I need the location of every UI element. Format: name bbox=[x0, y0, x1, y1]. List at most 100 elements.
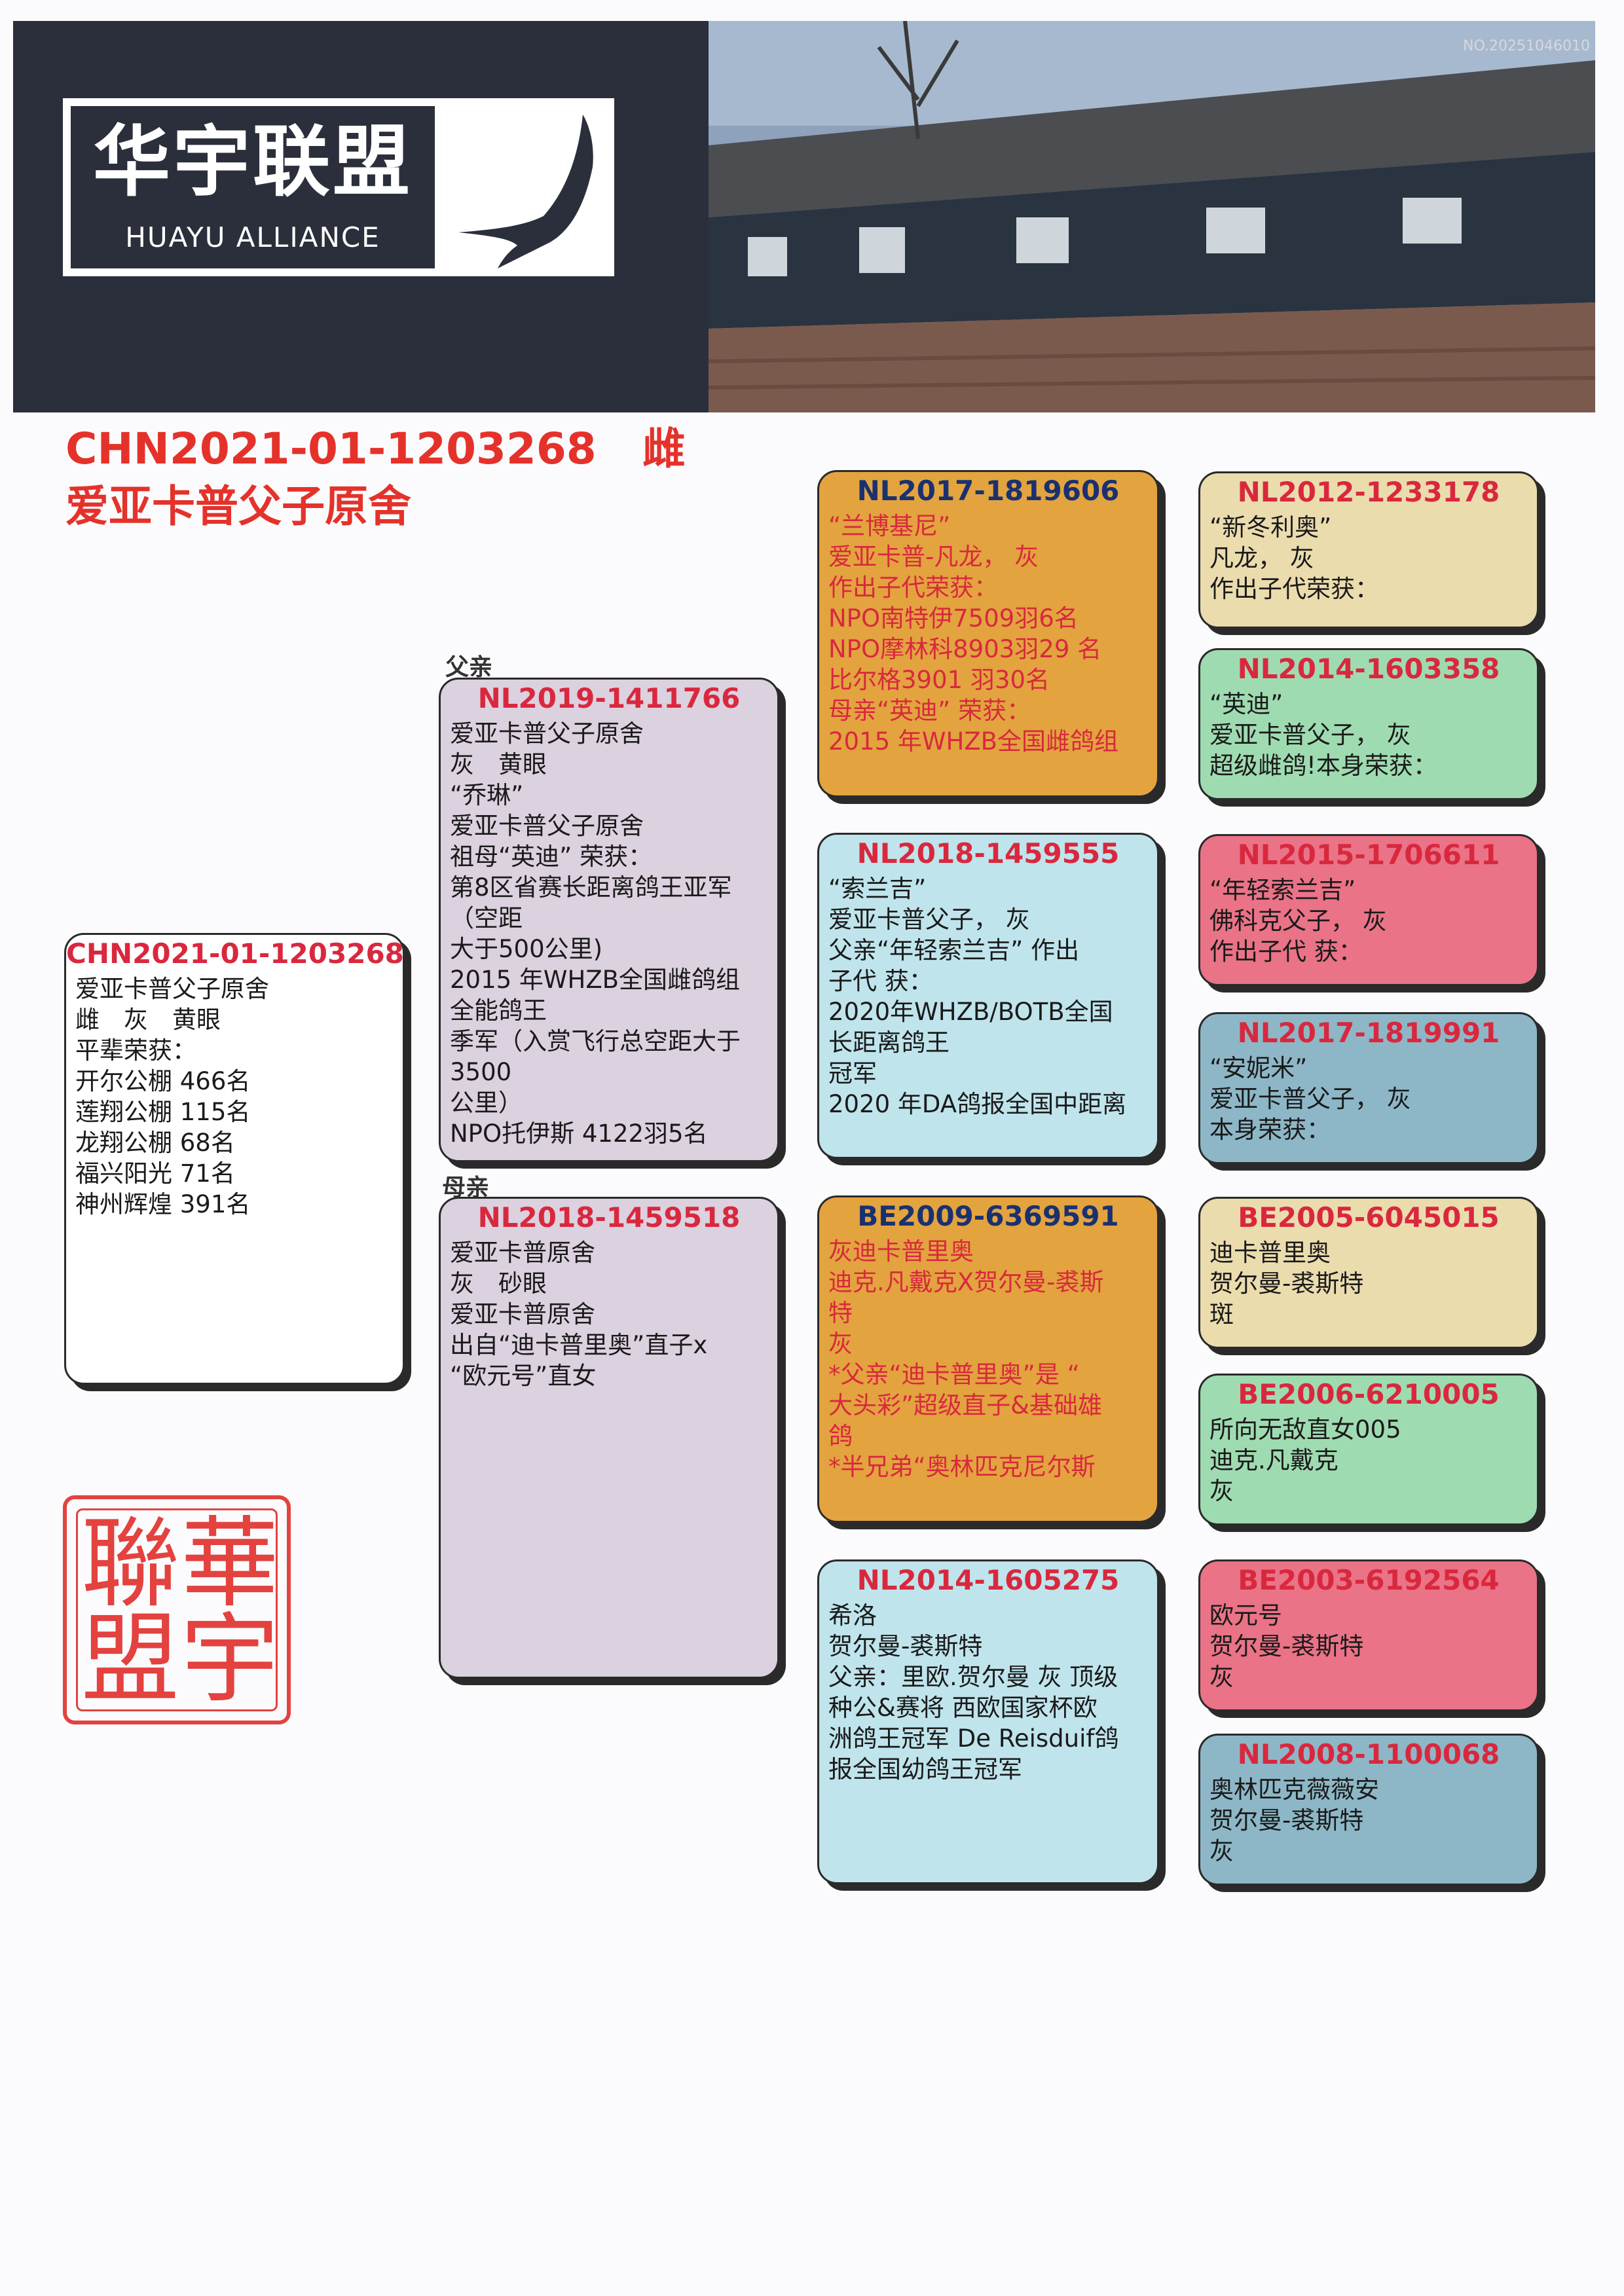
gg-ring: NL2008-1100068 bbox=[1237, 1738, 1500, 1770]
gg-line: 欧元号 bbox=[1209, 1601, 1282, 1630]
mf-line: *半兄弟“奥林匹克尼尔斯 bbox=[828, 1453, 1096, 1481]
mm-line: 种公&赛将 西欧国家杯欧 bbox=[828, 1694, 1098, 1722]
gg-card-5: BE2006-6210005 所向无敌直女005 迪克.凡戴克 灰 bbox=[1198, 1374, 1539, 1525]
mm-line: 希洛 bbox=[828, 1601, 877, 1630]
gg-line: 贺尔曼-裘斯特 bbox=[1209, 1806, 1364, 1834]
gg-line: 迪卡普里奥 bbox=[1209, 1239, 1331, 1267]
gg-card-7: NL2008-1100068 奥林匹克薇薇安 贺尔曼-裘斯特 灰 bbox=[1198, 1734, 1539, 1886]
logo-text-en: HUAYU ALLIANCE bbox=[125, 221, 380, 253]
mother-line: 灰 砂眼 bbox=[450, 1269, 547, 1298]
gg-line: 奥林匹克薇薇安 bbox=[1209, 1776, 1379, 1804]
subject-line: 爱亚卡普父子原舍 bbox=[75, 975, 269, 1003]
gg-lines: “英迪” 爱亚卡普父子， 灰 超级雌鸽!本身荣获： bbox=[1200, 685, 1537, 785]
gg-ring: NL2012-1233178 bbox=[1237, 476, 1500, 508]
father-line: 季军（入赏飞行总空距大于 bbox=[450, 1027, 741, 1055]
mm-ring: NL2014-1605275 bbox=[857, 1564, 1120, 1596]
ff-ring: NL2017-1819606 bbox=[857, 475, 1120, 507]
subject-lines: 爱亚卡普父子原舍 雌 灰 黄眼 平辈荣获： 开尔公棚 466名 莲翔公棚 115… bbox=[66, 970, 403, 1224]
title-ring: CHN2021-01-1203268 bbox=[65, 424, 597, 474]
title-sex: 雌 bbox=[642, 424, 686, 474]
bird-icon bbox=[458, 115, 593, 268]
gg-card-6: BE2003-6192564 欧元号 贺尔曼-裘斯特 灰 bbox=[1198, 1559, 1539, 1711]
mf-line: *父亲“迪卡普里奥”是 “ bbox=[828, 1360, 1080, 1389]
subject-card: CHN2021-01-1203268 爱亚卡普父子原舍 雌 灰 黄眼 平辈荣获：… bbox=[64, 933, 405, 1385]
mf-line: 迪克.凡戴克X贺尔曼-裘斯 bbox=[828, 1268, 1104, 1296]
mm-line: 贺尔曼-裘斯特 bbox=[828, 1632, 983, 1660]
mm-line: 报全国幼鸽王冠军 bbox=[828, 1755, 1022, 1783]
father-line: 爱亚卡普父子原舍 bbox=[450, 720, 644, 748]
mf-line: 特 bbox=[828, 1299, 853, 1327]
subject-line: 神州辉煌 391名 bbox=[75, 1190, 251, 1218]
father-lines: 爱亚卡普父子原舍 灰 黄眼 “乔琳” 爱亚卡普父子原舍 祖母“英迪” 荣获： 第… bbox=[441, 714, 777, 1153]
seal-frame bbox=[76, 1508, 278, 1711]
serial-number: NO.20251046010 bbox=[1463, 38, 1590, 54]
mf-lines: 灰迪卡普里奥 迪克.凡戴克X贺尔曼-裘斯 特 灰 *父亲“迪卡普里奥”是 “ 大… bbox=[819, 1232, 1157, 1486]
father-line: 祖母“英迪” 荣获： bbox=[450, 843, 653, 871]
seal-stamp: 華 宇 聯 盟 bbox=[63, 1495, 291, 1724]
fm-card: NL2018-1459555 “索兰吉” 爱亚卡普父子， 灰 父亲“年轻索兰吉”… bbox=[817, 833, 1159, 1159]
mother-card: NL2018-1459518 爱亚卡普原舍 灰 砂眼 爱亚卡普原舍 出自“迪卡普… bbox=[439, 1197, 779, 1679]
father-line: （空距 bbox=[450, 904, 523, 932]
subject-line: 莲翔公棚 115名 bbox=[75, 1098, 251, 1126]
father-line: 公里） bbox=[450, 1089, 523, 1117]
mf-line: 鸽 bbox=[828, 1422, 853, 1450]
father-line: 第8区省赛长距离鸽王亚军 bbox=[450, 873, 732, 902]
subject-ring: CHN2021-01-1203268 bbox=[66, 938, 404, 970]
ff-card: NL2017-1819606 “兰博基尼” 爱亚卡普-凡龙， 灰 作出子代荣获：… bbox=[817, 470, 1159, 797]
gg-line: “新冬利奥” bbox=[1209, 513, 1332, 541]
gg-line: 作出子代 获： bbox=[1209, 938, 1363, 966]
logo-text-cn: 华宇联盟 bbox=[92, 117, 413, 207]
mother-line: 爱亚卡普原舍 bbox=[450, 1239, 595, 1267]
mm-line: 父亲：里欧.贺尔曼 灰 顶级 bbox=[828, 1663, 1118, 1691]
gg-ring: BE2006-6210005 bbox=[1238, 1378, 1500, 1410]
father-line: 灰 黄眼 bbox=[450, 750, 547, 778]
ff-lines: “兰博基尼” 爱亚卡普-凡龙， 灰 作出子代荣获： NPO南特伊7509羽6名 … bbox=[819, 507, 1157, 761]
subject-line: 平辈荣获： bbox=[75, 1036, 196, 1065]
mother-ring: NL2018-1459518 bbox=[477, 1201, 741, 1233]
gg-line: 所向无敌直女005 bbox=[1209, 1415, 1401, 1444]
gg-line: 灰 bbox=[1209, 1837, 1234, 1865]
fm-line: 2020 年DA鸽报全国中距离 bbox=[828, 1090, 1127, 1118]
subject-line: 开尔公棚 466名 bbox=[75, 1067, 251, 1095]
mf-card: BE2009-6369591 灰迪卡普里奥 迪克.凡戴克X贺尔曼-裘斯 特 灰 … bbox=[817, 1195, 1159, 1523]
mm-lines: 希洛 贺尔曼-裘斯特 父亲：里欧.贺尔曼 灰 顶级 种公&赛将 西欧国家杯欧 洲… bbox=[819, 1596, 1157, 1789]
ff-line: 作出子代荣获： bbox=[828, 574, 998, 602]
gg-ring: NL2015-1706611 bbox=[1237, 839, 1500, 871]
seal-char: 聯 bbox=[81, 1507, 180, 1621]
seal-char: 盟 bbox=[81, 1603, 180, 1717]
father-card: NL2019-1411766 爱亚卡普父子原舍 灰 黄眼 “乔琳” 爱亚卡普父子… bbox=[439, 678, 779, 1162]
subject-line: 福兴阳光 71名 bbox=[75, 1159, 235, 1188]
fm-line: 父亲“年轻索兰吉” 作出 bbox=[828, 936, 1080, 964]
ff-line: 母亲“英迪” 荣获： bbox=[828, 697, 1031, 725]
gg-line: “英迪” bbox=[1209, 690, 1283, 718]
gg-ring: BE2005-6045015 bbox=[1238, 1201, 1500, 1233]
gg-card-3: NL2017-1819991 “安妮米” 爱亚卡普父子， 灰 本身荣获： bbox=[1198, 1012, 1539, 1164]
father-line: 全能鸽王 bbox=[450, 996, 547, 1025]
ff-line: 2015 年WHZB全国雌鸽组 bbox=[828, 727, 1119, 756]
gg-line: 灰 bbox=[1209, 1663, 1234, 1691]
gg-lines: 迪卡普里奥 贺尔曼-裘斯特 斑 bbox=[1200, 1233, 1537, 1334]
gg-lines: “新冬利奥” 凡龙， 灰 作出子代荣获： bbox=[1200, 508, 1537, 608]
gg-line: 作出子代荣获： bbox=[1209, 575, 1379, 603]
logo-frame bbox=[71, 106, 435, 268]
gg-line: 灰 bbox=[1209, 1477, 1234, 1505]
gg-card-0: NL2012-1233178 “新冬利奥” 凡龙， 灰 作出子代荣获： bbox=[1198, 471, 1539, 629]
gg-lines: 欧元号 贺尔曼-裘斯特 灰 bbox=[1200, 1596, 1537, 1696]
loft-photo bbox=[709, 21, 1595, 412]
gg-card-4: BE2005-6045015 迪卡普里奥 贺尔曼-裘斯特 斑 bbox=[1198, 1197, 1539, 1349]
subject-line: 龙翔公棚 68名 bbox=[75, 1129, 235, 1157]
father-line: 3500 bbox=[450, 1058, 512, 1086]
gg-card-2: NL2015-1706611 “年轻索兰吉” 佛科克父子， 灰 作出子代 获： bbox=[1198, 834, 1539, 986]
gg-line: “年轻索兰吉” bbox=[1209, 876, 1356, 904]
mf-ring: BE2009-6369591 bbox=[857, 1200, 1119, 1232]
fm-line: 子代 获： bbox=[828, 967, 933, 995]
fm-line: 2020年WHZB/BOTB全国 bbox=[828, 998, 1113, 1026]
seal-char: 華 bbox=[181, 1507, 280, 1621]
father-line: NPO托伊斯 4122羽5名 bbox=[450, 1120, 708, 1148]
father-line: 2015 年WHZB全国雌鸽组 bbox=[450, 966, 741, 994]
gg-line: 斑 bbox=[1209, 1300, 1234, 1328]
gg-line: 迪克.凡戴克 bbox=[1209, 1446, 1338, 1474]
gg-line: “安妮米” bbox=[1209, 1054, 1308, 1082]
gg-lines: “安妮米” 爱亚卡普父子， 灰 本身荣获： bbox=[1200, 1049, 1537, 1149]
gg-lines: 所向无敌直女005 迪克.凡戴克 灰 bbox=[1200, 1410, 1537, 1510]
